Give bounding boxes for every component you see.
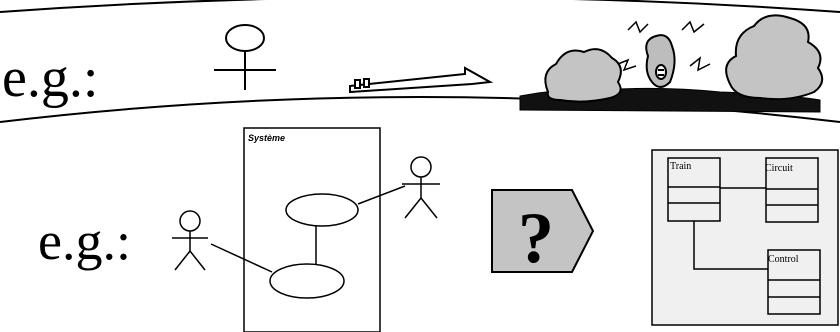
- class-circuit-label: Circuit: [765, 163, 793, 174]
- example-label-bottom: e.g.:: [38, 212, 131, 270]
- transform-question-mark: ?: [518, 198, 554, 278]
- example-label-top: e.g.:: [2, 48, 98, 108]
- bush-left-icon: [545, 49, 621, 102]
- screaming-face-icon: [646, 35, 674, 87]
- landscape-illustration-icon: [520, 15, 822, 112]
- class-train-label: Train: [670, 161, 691, 172]
- class-control-label: Control: [768, 254, 799, 265]
- top-actor-icon: [214, 25, 276, 90]
- use-case-lower: [270, 264, 344, 298]
- actor-right-icon: [402, 157, 440, 218]
- top-arc: [0, 0, 840, 12]
- use-case-upper: [286, 194, 358, 226]
- top-arrow-icon: [350, 68, 490, 92]
- bush-right-icon: [726, 15, 822, 99]
- system-boundary: [244, 128, 380, 332]
- system-label: Système: [248, 133, 285, 143]
- actor-left-icon: [172, 211, 208, 270]
